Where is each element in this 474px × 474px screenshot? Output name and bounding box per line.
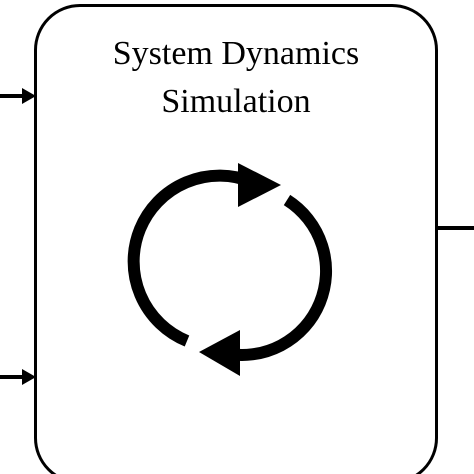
- refresh-cycle-icon: [127, 163, 333, 376]
- arrow-right-icon: [22, 369, 36, 385]
- block-title: System Dynamics Simulation: [34, 30, 438, 126]
- arrow-right-icon: [22, 88, 36, 104]
- input-arrow-top: [0, 88, 36, 104]
- block-title-line-1: System Dynamics: [112, 35, 360, 72]
- input-arrow-bottom: [0, 369, 36, 385]
- block-title-line-2: Simulation: [161, 83, 311, 120]
- system-dynamics-simulation-block: [34, 4, 438, 474]
